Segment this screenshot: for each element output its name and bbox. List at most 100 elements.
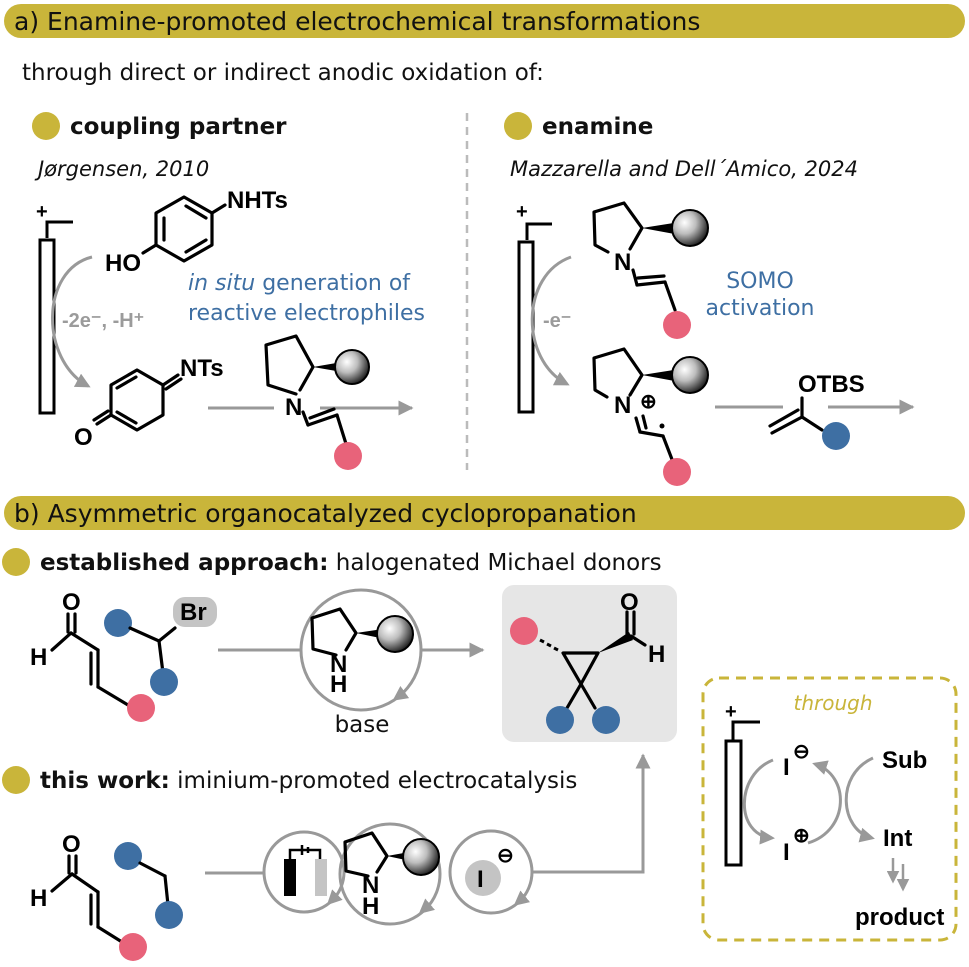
oxidation-arc-arrow bbox=[742, 758, 775, 845]
oxidation-arrow bbox=[51, 255, 93, 388]
section-b-title: b) Asymmetric organocatalyzed cyclopropa… bbox=[14, 499, 637, 528]
anode-electrode-icon bbox=[284, 859, 296, 896]
oxidation-arrow bbox=[530, 255, 572, 386]
to-product-arrow bbox=[532, 753, 651, 874]
substrate-conversion-arrow bbox=[844, 756, 875, 843]
blue-substituent-icon bbox=[592, 706, 620, 734]
enamine-n-label: N bbox=[614, 249, 631, 276]
catalyst-h-label: H bbox=[362, 893, 379, 920]
this-work-heading-rest: iminium-promoted electrocatalysis bbox=[170, 768, 578, 794]
inset-title: through bbox=[793, 691, 872, 715]
intermediate-label: Int bbox=[883, 825, 912, 852]
anode-plus-sign: + bbox=[36, 201, 48, 223]
coupling-partner-panel: coupling partner Jørgensen, 2010 + NHTs … bbox=[32, 112, 425, 470]
nhts-label: NHTs bbox=[227, 187, 288, 214]
blue-substituent-icon bbox=[155, 901, 183, 929]
iodide-label: I bbox=[477, 866, 484, 893]
anode-electrode-icon bbox=[724, 739, 743, 867]
base-label: base bbox=[335, 712, 390, 738]
in-situ-italic: in situ bbox=[188, 271, 255, 296]
red-substituent-icon bbox=[663, 311, 691, 339]
blue-substituent-icon bbox=[546, 706, 574, 734]
substrate-label: Sub bbox=[882, 747, 927, 774]
bromide-highlight bbox=[173, 597, 217, 627]
in-situ-rest: generation of bbox=[255, 271, 411, 296]
bullet-icon bbox=[32, 112, 60, 140]
catalyst-sphere-icon bbox=[376, 615, 414, 653]
radical-dot-icon bbox=[659, 423, 665, 429]
enamine-structure: N bbox=[592, 201, 709, 339]
electrolysis-cycle-circle bbox=[262, 830, 346, 914]
aldehyde-h-label: H bbox=[30, 644, 47, 671]
iodide-highlight bbox=[465, 860, 501, 896]
bromide-label: Br bbox=[180, 599, 207, 626]
otbs-label: OTBS bbox=[798, 371, 865, 398]
cathode-electrode-icon bbox=[315, 859, 327, 896]
two-electron-oxidation-label: -2e⁻, -H⁺ bbox=[62, 310, 144, 332]
red-substituent-icon bbox=[663, 458, 691, 486]
bullet-icon bbox=[2, 548, 30, 576]
blue-substituent-icon bbox=[150, 668, 178, 696]
catalyst-sphere-icon bbox=[671, 356, 709, 394]
silyl-enol-ether-structure: OTBS bbox=[768, 371, 865, 450]
cation-charge-icon: ⊕ bbox=[640, 391, 657, 413]
cyclopropane-product: O H bbox=[502, 585, 677, 742]
blue-substituent-icon bbox=[114, 842, 142, 870]
catalyst-h-label: H bbox=[330, 671, 347, 698]
iodide-label: I bbox=[783, 754, 790, 781]
product-o-label: O bbox=[620, 589, 639, 616]
anode-plus-sign: + bbox=[516, 201, 528, 223]
bromo-michael-donor-structure: Br bbox=[104, 597, 217, 696]
section-b-header-bar bbox=[4, 496, 965, 530]
anode-plus-sign: + bbox=[725, 701, 737, 723]
catalyst-cycle-circle: N H bbox=[299, 588, 423, 712]
red-substituent-icon bbox=[510, 617, 538, 645]
section-a-title: a) Enamine-promoted electrochemical tran… bbox=[14, 7, 700, 36]
section-a-subtitle: through direct or indirect anodic oxidat… bbox=[22, 60, 544, 86]
catalyst-sphere-icon bbox=[402, 838, 440, 876]
product-h-label: H bbox=[648, 641, 665, 668]
section-a: a) Enamine-promoted electrochemical tran… bbox=[4, 4, 965, 486]
bullet-icon bbox=[504, 112, 532, 140]
catalyst-cycle-circle: N H bbox=[338, 822, 442, 926]
catalyst-sphere-icon bbox=[671, 209, 709, 247]
aminophenol-structure: NHTs HO bbox=[105, 187, 288, 277]
established-heading-rest: halogenated Michael donors bbox=[329, 550, 662, 576]
section-a-header-bar bbox=[4, 4, 965, 38]
iodonium-charge-icon: ⊕ bbox=[793, 825, 810, 847]
mediator-cycle-inset: through + I ⊖ I ⊕ Sub Int product bbox=[701, 676, 958, 942]
catalyst-n-label: N bbox=[330, 651, 347, 678]
this-work-heading: this work: iminium-promoted electrocatal… bbox=[40, 768, 577, 794]
somo-note-line1: SOMO bbox=[726, 269, 794, 294]
red-substituent-icon bbox=[127, 694, 155, 722]
circuit-wire bbox=[288, 848, 322, 859]
established-heading-bold: established approach: bbox=[40, 550, 329, 576]
enamine-heading: enamine bbox=[542, 114, 653, 140]
iodide-charge-icon: ⊖ bbox=[793, 741, 810, 763]
enal-structure: O H bbox=[30, 831, 147, 961]
catalyst-sphere-icon bbox=[334, 349, 370, 385]
carbonyl-o-label: O bbox=[74, 424, 93, 451]
enal-structure: O H bbox=[30, 589, 155, 722]
enamine-panel: enamine Mazzarella and Dell´Amico, 2024 … bbox=[504, 112, 915, 486]
inset-dashed-border bbox=[701, 676, 958, 942]
electrode-wire bbox=[45, 220, 73, 238]
in-situ-note-line1: in situ generation of bbox=[188, 271, 411, 296]
radical-cation-structure: N ⊕ bbox=[592, 347, 709, 486]
this-work-panel: this work: iminium-promoted electrocatal… bbox=[2, 753, 651, 961]
coupling-partner-heading: coupling partner bbox=[70, 114, 287, 140]
aldehyde-o-label: O bbox=[62, 831, 81, 858]
ho-label: HO bbox=[105, 250, 141, 277]
somo-note-line2: activation bbox=[706, 296, 815, 321]
section-b: b) Asymmetric organocatalyzed cyclopropa… bbox=[2, 496, 965, 961]
bullet-icon bbox=[2, 766, 30, 794]
product-label: product bbox=[855, 904, 944, 931]
red-substituent-icon bbox=[334, 442, 362, 470]
aldehyde-o-label: O bbox=[62, 589, 81, 616]
quinone-imine-structure: NTs O bbox=[74, 355, 224, 451]
electrode-wire bbox=[525, 222, 552, 240]
iodonium-label: I bbox=[783, 839, 790, 866]
nts-label: NTs bbox=[180, 355, 224, 382]
enamine-n-label: N bbox=[285, 394, 302, 421]
